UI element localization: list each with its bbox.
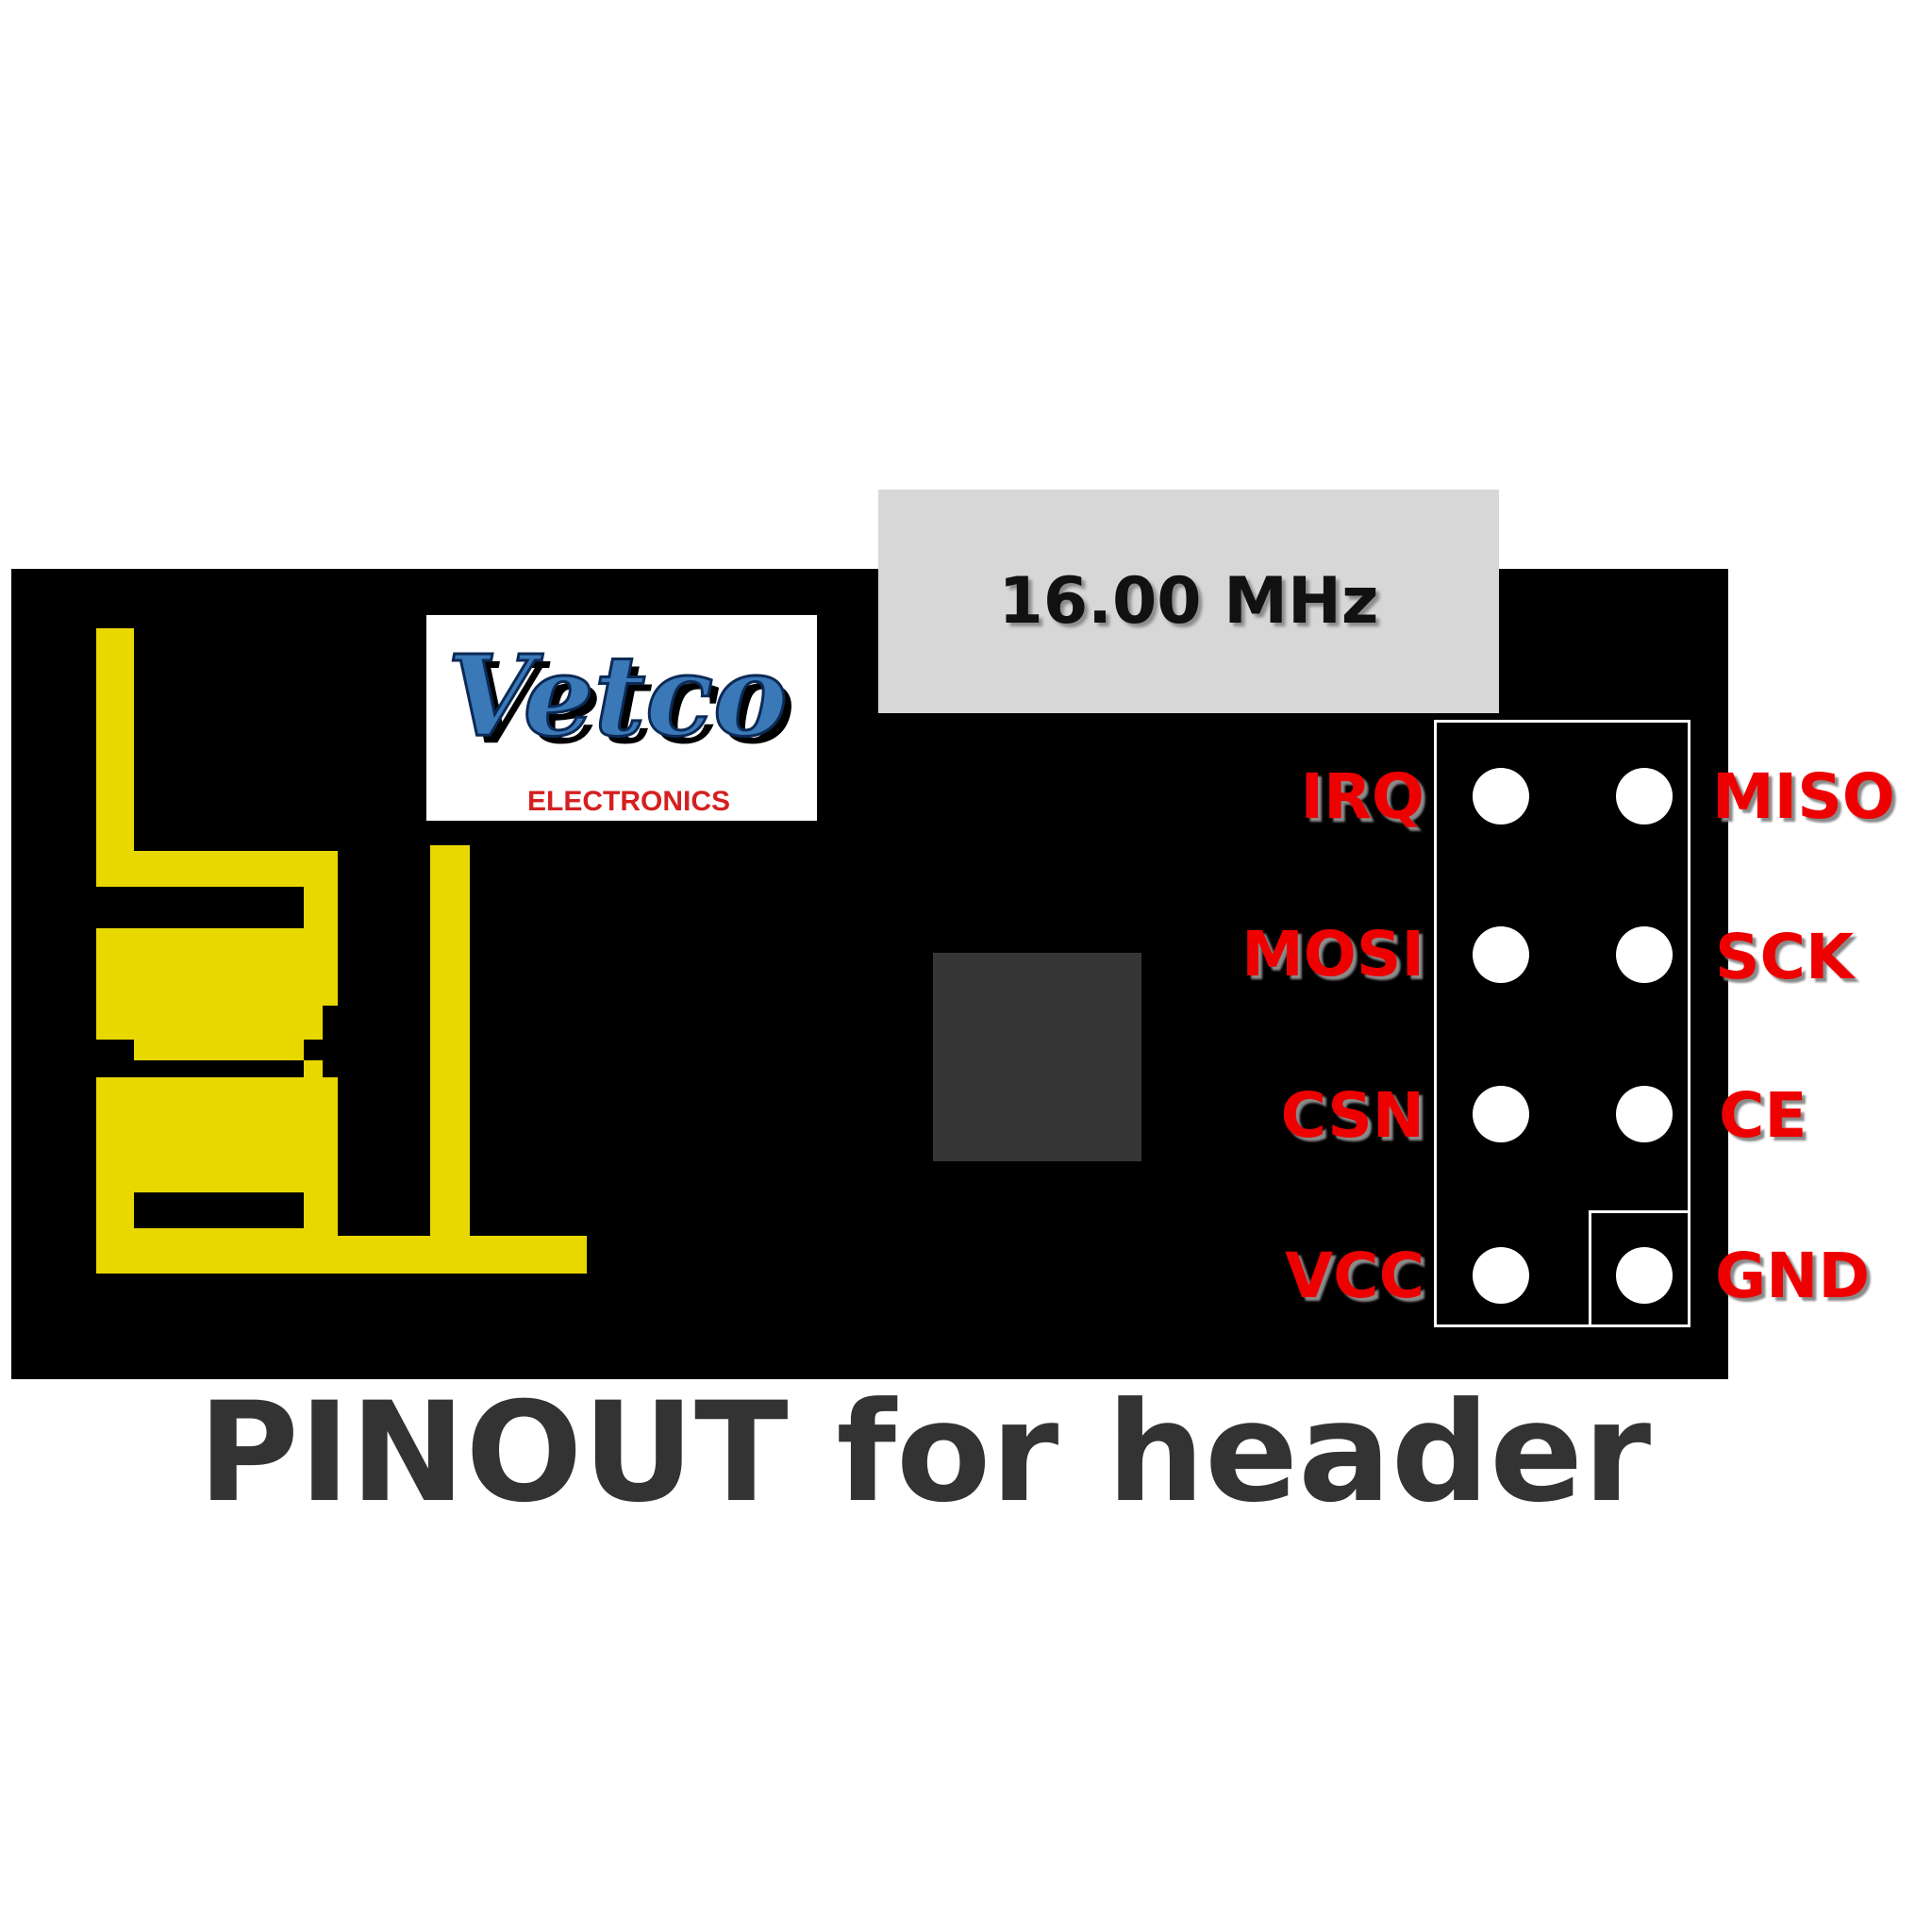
pin-ce xyxy=(1616,1086,1673,1142)
pin-vcc xyxy=(1473,1247,1529,1304)
logo-brand: Vetco xyxy=(447,630,788,761)
pin-irq xyxy=(1473,768,1529,824)
pin-label-sck: SCK xyxy=(1715,921,1855,993)
vetco-logo: Vetco Vetco ELECTRONICS xyxy=(426,615,817,821)
pin-label-miso: MISO xyxy=(1712,760,1895,833)
crystal-oscillator: 16.00 MHz xyxy=(878,490,1499,713)
pin-header-outline xyxy=(1434,720,1690,1327)
pin-csn xyxy=(1473,1086,1529,1142)
pin-gnd xyxy=(1616,1247,1673,1304)
gnd-pin-square-pad xyxy=(1589,1210,1690,1327)
diagram-caption: PINOUT for header xyxy=(197,1373,1652,1533)
pin-sck xyxy=(1616,926,1673,983)
logo-brand-shadow: Vetco xyxy=(455,638,795,769)
pin-label-ce: CE xyxy=(1719,1079,1807,1152)
pin-label-csn: CSN xyxy=(1280,1079,1424,1152)
pin-mosi xyxy=(1473,926,1529,983)
logo-subtitle: ELECTRONICS xyxy=(527,786,730,817)
pin-label-irq: IRQ xyxy=(1300,760,1424,833)
crystal-frequency-label: 16.00 MHz xyxy=(998,564,1379,639)
pin-label-mosi: MOSI xyxy=(1241,918,1424,991)
rf-chip xyxy=(933,953,1141,1161)
pin-label-gnd: GND xyxy=(1715,1240,1871,1312)
pin-miso xyxy=(1616,768,1673,824)
pin-label-vcc: VCC xyxy=(1285,1240,1424,1312)
